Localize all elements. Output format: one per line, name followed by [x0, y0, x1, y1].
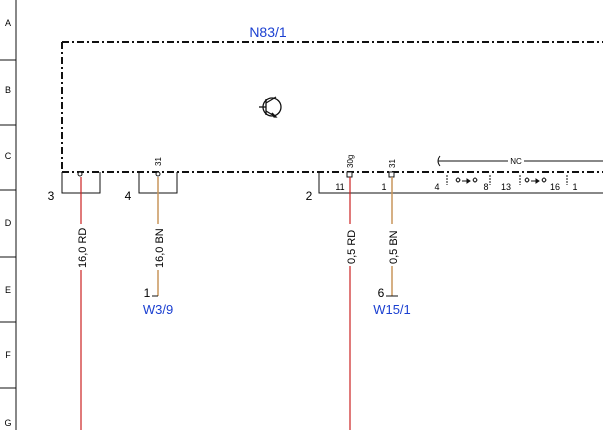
- wire-label-bg: [151, 224, 165, 270]
- target-pin: 6: [378, 286, 385, 300]
- row-label: E: [5, 285, 11, 295]
- connector-number: 4: [125, 189, 132, 203]
- transistor-icon: [259, 96, 282, 118]
- pin-number: 1: [572, 182, 577, 192]
- pin-terminal-label: 31: [154, 157, 163, 166]
- row-label: B: [5, 85, 11, 95]
- row-ruler: A B C D E F G: [0, 0, 17, 430]
- pin-marker: [346, 171, 353, 178]
- wire-label: 0,5 BN: [388, 230, 400, 264]
- pin-number: 8: [483, 182, 488, 192]
- row-label: D: [5, 218, 12, 228]
- pin-terminal-label: 30g: [346, 155, 355, 168]
- pin-number: 13: [501, 182, 511, 192]
- nc-group: [437, 155, 603, 185]
- pin-number: 1: [381, 182, 386, 192]
- wire-label: 16,0 RD: [77, 228, 89, 268]
- pin-number: 11: [335, 182, 344, 192]
- row-label: A: [5, 18, 11, 28]
- pin-number: 4: [434, 182, 439, 192]
- target-pin: 1: [144, 286, 151, 300]
- component-name[interactable]: N83/1: [249, 24, 287, 40]
- wire-label-bg: [74, 224, 88, 270]
- connector-2: [318, 172, 603, 194]
- row-label: G: [4, 418, 11, 428]
- component-outline: [61, 41, 603, 173]
- connector-number: 2: [306, 189, 313, 203]
- nc-label: NC: [510, 157, 522, 166]
- connector-number: 3: [48, 189, 55, 203]
- wire-label-bg: [343, 224, 357, 266]
- wire-label: 16,0 BN: [154, 228, 166, 268]
- pin-marker: [388, 171, 395, 178]
- pin-terminal-label: 31: [388, 159, 397, 168]
- row-label: C: [5, 151, 12, 161]
- wire-label-bg: [385, 224, 399, 266]
- target-name[interactable]: W15/1: [373, 302, 411, 317]
- pin-marker: [77, 171, 83, 177]
- row-label: F: [5, 350, 11, 360]
- pin-marker: [155, 171, 161, 177]
- target-name[interactable]: W3/9: [143, 302, 173, 317]
- pin-number: 16: [550, 182, 560, 192]
- wire-label: 0,5 RD: [346, 230, 358, 264]
